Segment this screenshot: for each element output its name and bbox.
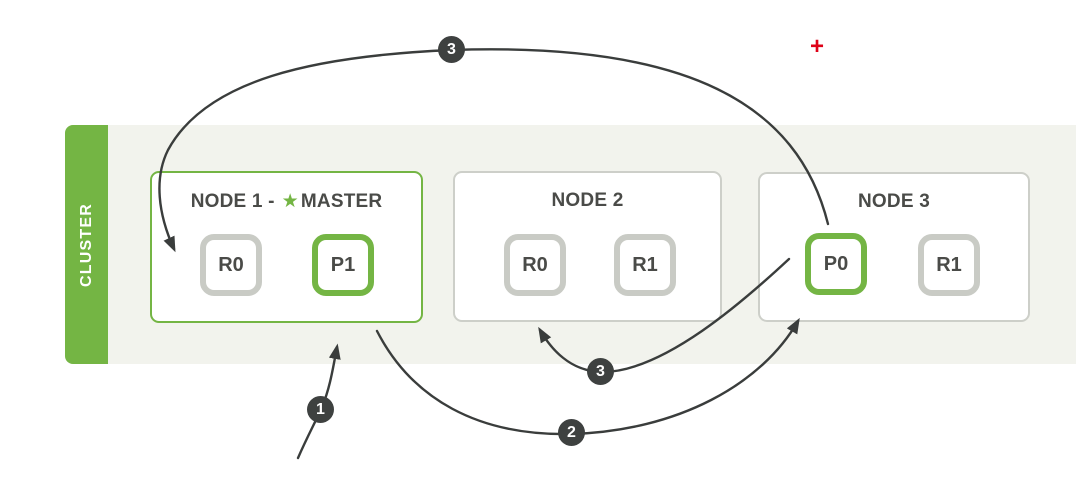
node-3-box: NODE 3 P0 R1: [758, 172, 1030, 322]
step-badge-2: 2: [558, 419, 585, 446]
shard-label: P1: [330, 253, 356, 276]
step-badge-1: 1: [307, 396, 334, 423]
cursor-crosshair-mark: +: [809, 33, 824, 60]
master-star-icon: ★: [281, 191, 299, 212]
shard-r0-node1: R0: [200, 234, 262, 296]
node-1-title-prefix: NODE 1 -: [190, 191, 275, 212]
cluster-bar: CLUSTER: [65, 125, 108, 364]
cluster-label: CLUSTER: [77, 202, 95, 287]
shard-label: R1: [632, 253, 658, 276]
node-1-title-suffix: MASTER: [300, 191, 383, 212]
shard-p1-node1: P1: [312, 234, 374, 296]
node-2-title-prefix: NODE 2: [551, 190, 624, 211]
node-2-title: NODE 2: [455, 190, 720, 212]
shard-r1-node3: R1: [918, 234, 980, 296]
node-3-title-prefix: NODE 3: [858, 191, 930, 212]
shard-r0-node2: R0: [504, 234, 566, 296]
shard-label: R0: [218, 253, 244, 276]
node-1-box: NODE 1 - ★MASTER R0 P1: [150, 171, 423, 323]
node-3-title: NODE 3: [760, 191, 1028, 213]
shard-label: R0: [522, 253, 548, 276]
step-badge-3-top: 3: [438, 36, 465, 63]
node-1-title: NODE 1 - ★MASTER: [152, 190, 421, 213]
shard-label: R1: [936, 253, 962, 276]
shard-p0-node3: P0: [805, 233, 867, 295]
node-2-box: NODE 2 R0 R1: [453, 171, 722, 322]
shard-r1-node2: R1: [614, 234, 676, 296]
step-badge-3-mid: 3: [587, 358, 614, 385]
shard-label: P0: [823, 252, 849, 275]
